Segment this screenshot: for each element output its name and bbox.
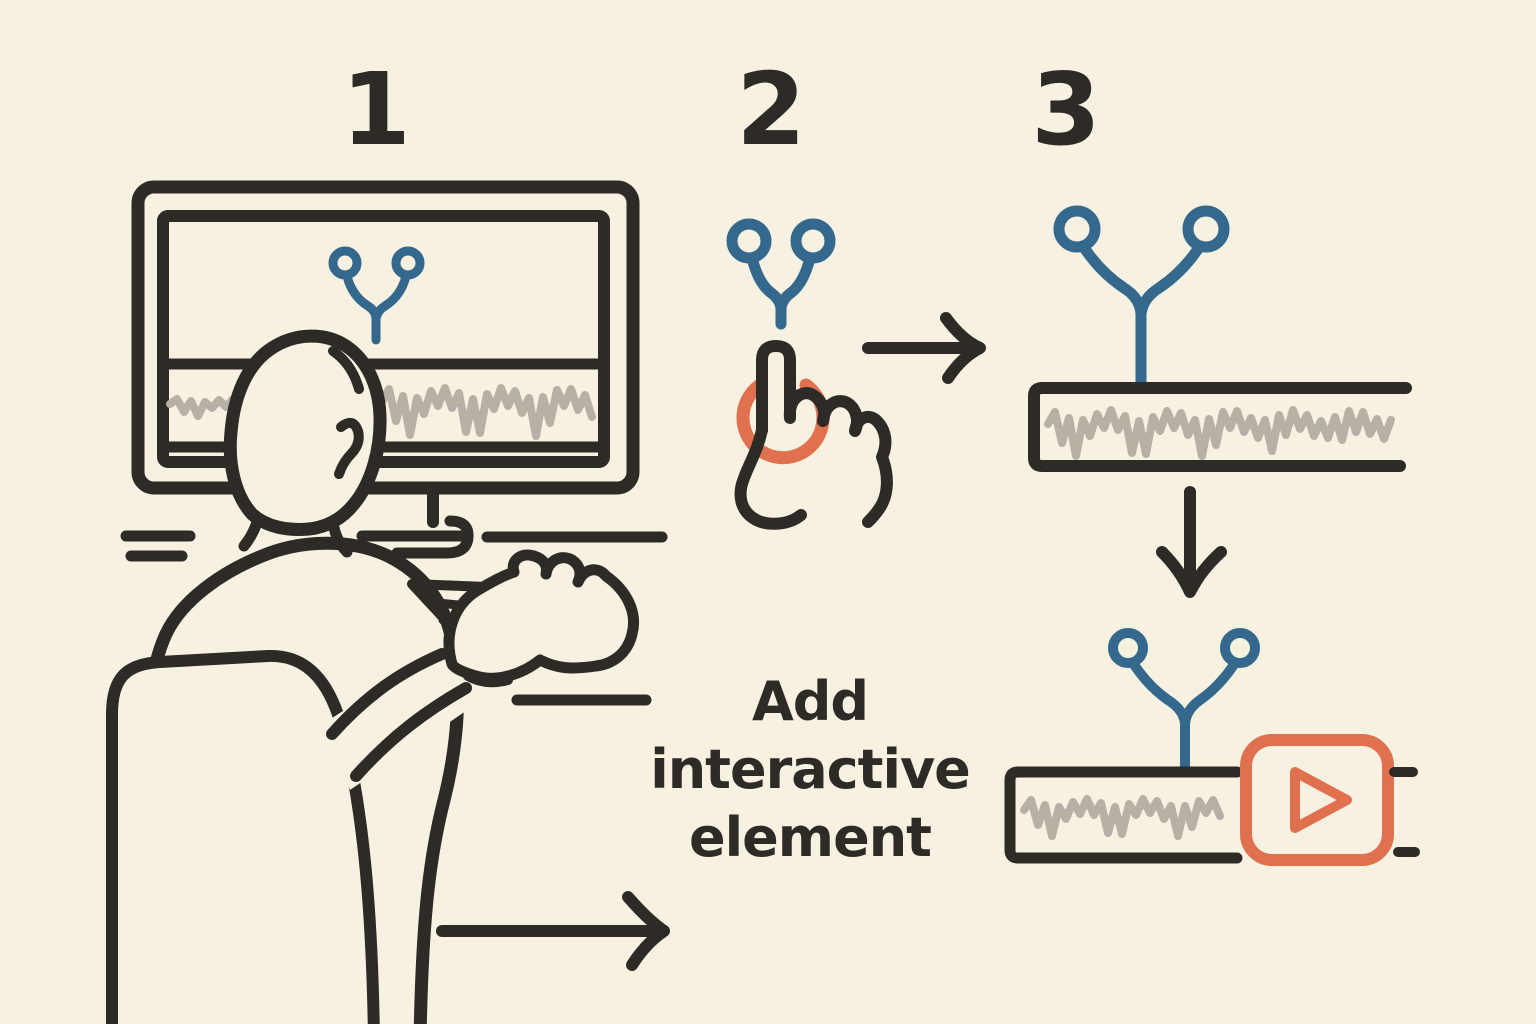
- typing-hand: [443, 549, 639, 684]
- scribble-waveform-screen: [166, 384, 596, 440]
- forearm-edge-bottom: [350, 682, 472, 782]
- caption-line-2: interactive: [650, 738, 971, 801]
- monitor-screen: [157, 210, 610, 468]
- monitor-stand: [391, 484, 474, 559]
- scribble-waveform-top: [1044, 406, 1395, 460]
- forearm-edge-top: [326, 648, 448, 740]
- step-1-scene: [106, 180, 668, 1024]
- git-branch-icon-screen: [328, 246, 425, 345]
- monitor-icon: [131, 180, 640, 495]
- arrow-down-icon: [1156, 486, 1227, 598]
- scribble-stroke: [378, 384, 596, 440]
- monitor-frame: [131, 180, 640, 495]
- caption-line-3: element: [689, 806, 932, 869]
- scribble-stroke: [166, 395, 237, 420]
- desk-lines: [120, 530, 668, 706]
- typing-arm: [326, 549, 639, 790]
- hair-line: [328, 346, 364, 394]
- chair-back: [106, 649, 380, 1024]
- step-2-scene: [726, 218, 986, 530]
- wrist-crease: [463, 671, 513, 688]
- arrow-right-icon: [862, 312, 986, 384]
- forearm-mask: [326, 636, 482, 790]
- person-head: [223, 329, 387, 536]
- arrow-right-icon-bottom: [436, 891, 670, 971]
- caption-line-1: Add: [751, 670, 869, 733]
- ear-line: [334, 417, 364, 479]
- step-3-number: 3: [1031, 51, 1101, 168]
- scribble-stroke: [1044, 406, 1395, 460]
- caption: Add interactive element: [630, 668, 990, 872]
- pointing-hand-icon: [734, 340, 893, 530]
- step-3-scene: [1004, 205, 1420, 866]
- scribble-waveform-bottom: [1020, 795, 1224, 840]
- scribble-stroke: [1020, 795, 1224, 840]
- git-branch-icon-tap: [726, 218, 836, 330]
- content-block-top: [1028, 382, 1412, 472]
- step-2-number: 2: [736, 51, 806, 168]
- git-branch-icon-bottom: [1108, 628, 1260, 775]
- step-1-number: 1: [341, 51, 411, 168]
- content-block-bottom: [1004, 766, 1243, 864]
- video-play-icon: [1240, 734, 1394, 866]
- chair: [106, 649, 380, 1024]
- insertion-marks: [1389, 767, 1420, 857]
- git-branch-icon-top: [1053, 205, 1230, 393]
